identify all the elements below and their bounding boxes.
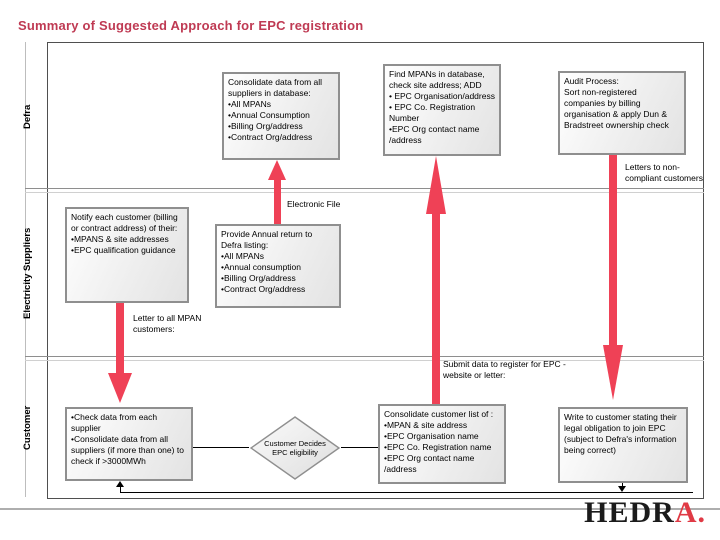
lane-label-defra: Defra <box>22 104 33 130</box>
box-notify-customer: Notify each customer (billing or contrac… <box>65 207 189 303</box>
loopback-arrowhead-up <box>116 481 124 487</box>
logo-text-red: A. <box>674 496 706 529</box>
box-write-customer: Write to customer stating their legal ob… <box>558 407 688 483</box>
arrow-letter-mpan-shaft <box>116 303 124 373</box>
text-line: •EPC Co. Registration name <box>384 442 492 452</box>
lane-divider-suppliers-customer <box>25 356 704 361</box>
text-line: •Contract Org/address <box>228 132 313 142</box>
loopback-horizontal-line <box>120 492 693 493</box>
text-line: •Annual consumption <box>221 262 301 272</box>
text-line: Notify each customer (billing or contrac… <box>71 212 178 233</box>
text-line: Consolidate customer list of : <box>384 409 494 419</box>
hedra-logo: HEDRA. <box>584 496 706 530</box>
lane-label-customer: Customer <box>22 405 33 450</box>
text-line: Consolidate data from all suppliers in d… <box>228 77 323 98</box>
text-line: •All MPANs <box>228 99 271 109</box>
box-find-mpans: Find MPANs in database, check site addre… <box>383 64 501 156</box>
arrow-letter-mpan-head-down <box>108 373 132 403</box>
arrow-noncompliant-shaft <box>609 155 617 345</box>
text-line: •EPC Org contact name /address <box>389 124 480 145</box>
text-line: •Consolidate data from all suppliers (if… <box>71 434 184 466</box>
lane-label-electricity-suppliers: Electricity Suppliers <box>22 227 33 319</box>
box-consolidate-customer-list: Consolidate customer list of : •MPAN & s… <box>378 404 506 484</box>
text-line: •EPC qualification guidance <box>71 245 176 255</box>
decision-text: Customer Decides EPC eligibility <box>264 439 326 457</box>
loopback-vertical-to-check <box>120 487 121 492</box>
arrow-noncompliant-head-down <box>603 345 623 400</box>
box-audit-process: Audit Process: Sort non-registered compa… <box>558 71 686 155</box>
label-submit-data: Submit data to register for EPC - websit… <box>443 359 566 380</box>
text-line: •Billing Org/address <box>221 273 296 283</box>
text-line: •Check data from each supplier <box>71 412 158 433</box>
box-consolidate-suppliers: Consolidate data from all suppliers in d… <box>222 72 340 160</box>
text-line: •EPC Org contact name /address <box>384 453 475 474</box>
text-line: •Contract Org/address <box>221 284 306 294</box>
decision-diamond-shape <box>249 416 341 480</box>
connector-decision-to-consolidate-list <box>341 447 378 448</box>
footer-rule <box>0 508 720 510</box>
text-line: •EPC Organisation name <box>384 431 479 441</box>
loopback-arrowhead-down <box>618 486 626 492</box>
box-provide-annual-return: Provide Annual return to Defra listing: … <box>215 224 341 308</box>
text-line: Find MPANs in database, check site addre… <box>389 69 485 90</box>
text-line: Sort non-registered companies by billing… <box>564 87 669 130</box>
logo-text-black: HEDR <box>584 496 675 529</box>
arrow-electronic-file-head-up <box>268 160 286 180</box>
label-electronic-file: Electronic File <box>287 199 341 209</box>
label-letter-all-mpan: Letter to all MPAN customers: <box>133 313 202 334</box>
text-line: •Annual Consumption <box>228 110 310 120</box>
label-letters-non-compliant: Letters to non-compliant customers <box>625 162 703 183</box>
text-line: Audit Process: <box>564 76 619 86</box>
text-line: • EPC Organisation/address <box>389 91 495 101</box>
text-line: •MPAN & site address <box>384 420 468 430</box>
connector-checkdata-to-decision <box>193 447 249 448</box>
text-line: •MPANS & site addresses <box>71 234 169 244</box>
decision-customer-decides: Customer Decides EPC eligibility <box>249 415 341 481</box>
lane-label-guide-line <box>25 42 26 497</box>
text-line: •Billing Org/address <box>228 121 303 131</box>
arrow-submit-data-head-up <box>426 156 446 214</box>
arrow-submit-data-shaft <box>432 214 440 404</box>
box-check-data: •Check data from each supplier •Consolid… <box>65 407 193 481</box>
arrow-electronic-file-shaft <box>274 180 281 224</box>
text-line: •All MPANs <box>221 251 264 261</box>
text-line: • EPC Co. Registration Number <box>389 102 476 123</box>
text-line: Write to customer stating their legal ob… <box>564 412 677 455</box>
loopback-vertical-from-write <box>622 483 623 487</box>
lane-divider-defra-suppliers <box>25 188 704 193</box>
page-title: Summary of Suggested Approach for EPC re… <box>18 18 364 33</box>
text-line: Provide Annual return to Defra listing: <box>221 229 313 250</box>
